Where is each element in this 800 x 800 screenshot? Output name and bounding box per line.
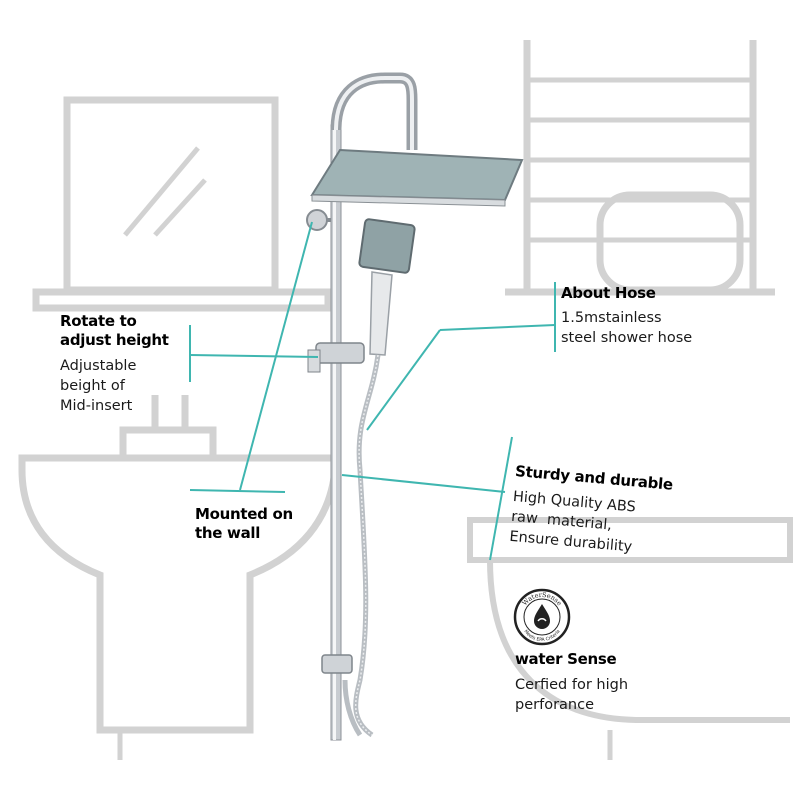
sliding-holder-icon: [315, 342, 365, 364]
hose-callout-line-b: [366, 329, 441, 431]
sturdy-callout-bar: [489, 436, 513, 561]
background-bathroom-sketch: [18, 40, 793, 760]
callout-rotate-line-2: beight of: [60, 377, 125, 394]
hose-callout-line-a: [439, 324, 556, 331]
callout-hose-line-2: steel shower hose: [561, 329, 693, 346]
callout-rotate-line-3: Mid-insert: [60, 397, 133, 414]
watersense-drop-icon: [534, 604, 550, 629]
shower-hose-icon: [353, 354, 381, 738]
callout-water: water Sense Cerfied for high perforance: [515, 650, 715, 715]
watersense-badge: WaterSense Meets EPA Criteria: [513, 588, 571, 646]
callout-water-line-2: perforance: [515, 696, 594, 713]
callout-sturdy: Sturdy and durable High Quality ABS raw …: [509, 462, 716, 564]
callout-wall: Mounted on the wall: [195, 505, 315, 543]
callout-rotate-title: Rotate to adjust height: [60, 312, 169, 349]
rotate-callout-line: [189, 354, 319, 358]
callout-water-line-1: Cerfied for high: [515, 676, 629, 693]
rain-shower-head-icon: [310, 148, 524, 202]
wall-callout-bar: [189, 489, 286, 493]
callout-hose-line-1: 1.5mstainless: [561, 309, 662, 326]
wall-callout-line: [239, 221, 313, 491]
sturdy-callout-line: [341, 474, 506, 493]
callout-hose: About Hose 1.5mstainless steel shower ho…: [561, 284, 761, 348]
hand-shower-head-icon: [358, 218, 416, 274]
callout-water-title: water Sense: [515, 650, 617, 668]
callout-hose-title: About Hose: [561, 284, 656, 302]
shower-system: [306, 72, 524, 741]
callout-rotate-line-1: Adjustable: [60, 357, 137, 374]
callout-rotate: Rotate to adjust height Adjustable beigh…: [60, 312, 190, 416]
callout-wall-title: Mounted on the wall: [195, 505, 293, 542]
diverter-icon: [321, 654, 353, 674]
callout-lines: [189, 221, 556, 561]
